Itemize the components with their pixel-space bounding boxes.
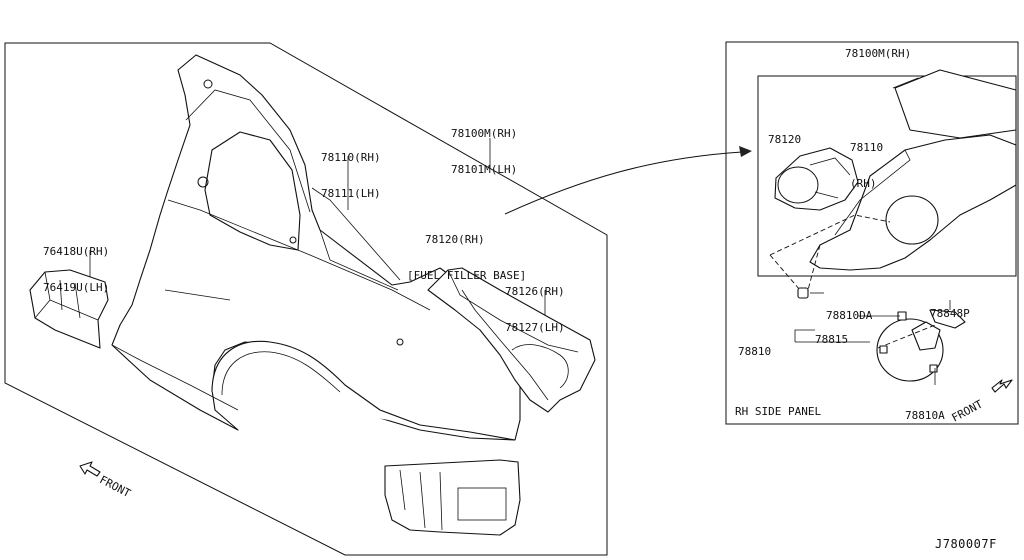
callout-78110: 78110(RH) 78111(LH)	[321, 128, 381, 212]
callout-line: 78810A	[905, 409, 945, 422]
callout-line: 78815	[815, 333, 849, 346]
callout-line: 78810DA	[826, 309, 873, 322]
callout-78126: 78126(RH) 78127(LH)	[505, 262, 565, 346]
callout-76418u: 76418U(RH) 76419U(LH)	[43, 222, 109, 306]
detail-callout-78810da: 78810DA	[826, 286, 872, 334]
callout-line: [FUEL FILLER BASE]	[407, 269, 527, 282]
callout-78100m: 78100M(RH) 78101M(LH)	[451, 104, 517, 188]
front-arrow-right-icon	[991, 379, 1013, 393]
detail-panel-frame	[725, 41, 1019, 425]
detail-caption: RH SIDE PANEL	[735, 405, 822, 418]
callout-line: 78100M(RH)	[451, 127, 518, 140]
callout-line: 78810	[738, 345, 772, 358]
front-arrow-left-icon	[79, 461, 101, 477]
detail-callout-78110: 78110 (RH)	[850, 118, 883, 202]
detail-callout-78810: 78810	[738, 322, 771, 370]
callout-line: 78110	[850, 141, 884, 154]
callout-line: 76419U(LH)	[43, 281, 110, 294]
detail-title-callout: 78100M(RH)	[845, 47, 912, 60]
diagram-reference-id: J780007F	[935, 537, 997, 551]
callout-line: 78127(LH)	[505, 321, 565, 334]
detail-callout-78120: 78120	[768, 110, 801, 158]
detail-arrow	[504, 151, 743, 215]
callout-line: 78110(RH)	[321, 151, 381, 164]
callout-line: 78101M(LH)	[451, 163, 518, 176]
callout-line: 76418U(RH)	[43, 245, 110, 258]
part-78126	[427, 267, 596, 413]
callout-line: 78848P	[930, 307, 970, 320]
fastener-78810da-icon	[797, 287, 809, 299]
callout-line: 78126(RH)	[505, 285, 565, 298]
callout-line: (RH)	[850, 177, 877, 190]
callout-78120: 78120(RH) [FUEL FILLER BASE]	[407, 210, 526, 294]
callout-line: 78111(LH)	[321, 187, 381, 200]
lower-rear-panel	[384, 459, 521, 536]
detail-callout-78848p: 78848P	[930, 284, 970, 332]
left-panel-frame	[4, 42, 608, 556]
callout-line: 78120(RH)	[425, 233, 485, 246]
callout-line: 78120	[768, 133, 802, 146]
fuel-filler-opening	[885, 195, 939, 245]
detail-callout-78815: 78815	[815, 310, 848, 358]
detail-callout-78810a: 78810A	[905, 386, 945, 434]
